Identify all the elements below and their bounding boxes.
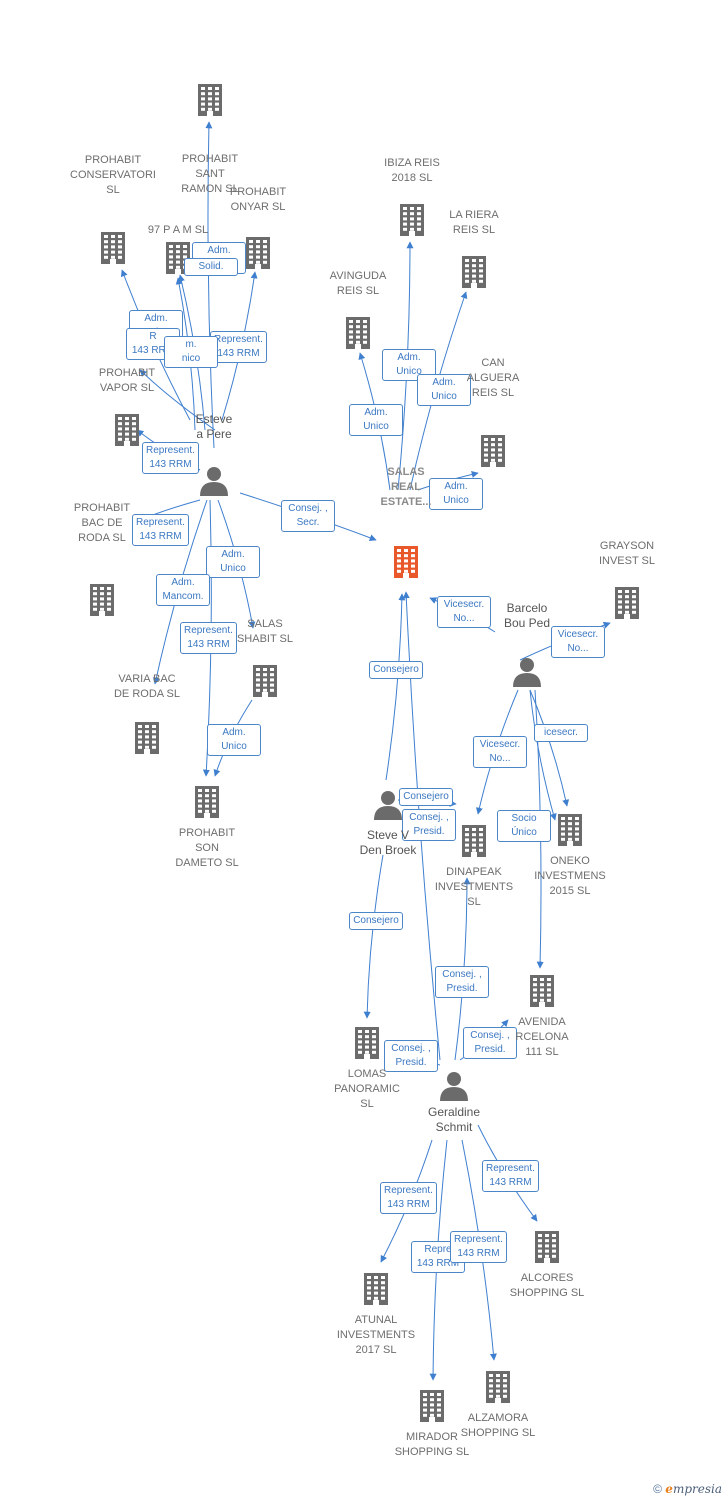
node-label-la-riera[interactable]: LA RIERA REIS SL (449, 209, 499, 236)
edge-label[interactable]: Vicesecr. No... (437, 596, 491, 628)
edge-label[interactable]: Consejero (399, 788, 453, 806)
node-label-97pam[interactable]: 97 P A M SL (147, 224, 209, 236)
company-building-icon[interactable] (135, 722, 159, 754)
edge-label[interactable]: Consej. , Presid. (402, 809, 456, 841)
company-building-icon[interactable] (246, 237, 270, 269)
company-building-icon[interactable] (462, 256, 486, 288)
footer-brand: © empresia (653, 1482, 722, 1496)
edge-barcelo-to-oneko (529, 689, 557, 821)
company-building-icon[interactable] (481, 435, 505, 467)
node-label-prohabit-sant-ramon[interactable]: PROHABIT SANT RAMON SL (181, 153, 239, 195)
node-label-avenida[interactable]: AVENIDA RCELONA 111 SL (515, 1016, 569, 1058)
main-company-icon[interactable] (394, 546, 418, 578)
edge-label[interactable]: Represent. 143 RRM (380, 1182, 437, 1214)
edge-esteve-to-prohabit-sant-ramon (205, 121, 215, 449)
node-label-barcelo[interactable]: Barcelo Bou Ped (503, 601, 551, 630)
edge-label[interactable]: Represent. 143 RRM (180, 622, 237, 654)
edge-label[interactable]: Adm. Unico (206, 546, 260, 578)
node-label-prohabit-onyar[interactable]: PROHABIT ONYAR SL (229, 186, 287, 213)
edge-label[interactable]: Consej. , Presid. (384, 1040, 438, 1072)
edge-label[interactable]: Adm. Unico (349, 404, 403, 436)
edge-label[interactable]: Consejero (349, 912, 403, 930)
company-building-icon[interactable] (101, 232, 125, 264)
company-building-icon[interactable] (615, 587, 639, 619)
node-label-atunal[interactable]: ATUNAL INVESTMENTS 2017 SL (336, 1314, 416, 1356)
edge-label[interactable]: Consej. , Secr. (281, 500, 335, 532)
edge-label[interactable]: m. nico (164, 336, 218, 368)
node-label-grayson[interactable]: GRAYSON INVEST SL (598, 540, 656, 567)
company-building-icon[interactable] (115, 414, 139, 446)
edge-label[interactable]: Represent. 143 RRM (142, 442, 199, 474)
edge-label[interactable]: Vicesecr. No... (473, 736, 527, 768)
company-building-icon[interactable] (195, 786, 219, 818)
edge-label[interactable]: Consejero (369, 661, 423, 679)
edge-label[interactable]: icesecr. (534, 724, 588, 742)
node-label-prohabit-son[interactable]: PROHABIT SON DAMETO SL (175, 827, 239, 869)
brand-logo-initial: e (665, 1482, 673, 1496)
company-building-icon[interactable] (253, 665, 277, 697)
node-label-dinapeak[interactable]: DINAPEAK INVESTMENTS SL (434, 866, 514, 908)
company-building-icon[interactable] (400, 204, 424, 236)
edge-steve-to-lomas (363, 854, 384, 1019)
person-icon[interactable] (440, 1072, 468, 1101)
node-label-salas-real[interactable]: SALAS REAL ESTATE... (380, 466, 432, 508)
node-label-mirador[interactable]: MIRADOR SHOPPING SL (394, 1431, 470, 1458)
company-building-icon[interactable] (535, 1231, 559, 1263)
edge-label[interactable]: Consej. , Presid. (435, 966, 489, 998)
company-building-icon[interactable] (486, 1371, 510, 1403)
company-building-icon[interactable] (420, 1390, 444, 1422)
edge-label[interactable]: Represent. 143 RRM (482, 1160, 539, 1192)
edge-label[interactable]: Solid. (184, 258, 238, 276)
node-label-prohabit-bac[interactable]: PROHABIT BAC DE RODA SL (73, 502, 131, 544)
node-label-geraldine[interactable]: Geraldine Schmit (427, 1105, 481, 1134)
node-label-ibiza-reis[interactable]: IBIZA REIS 2018 SL (384, 157, 440, 184)
copyright-symbol: © (653, 1482, 662, 1496)
company-building-icon[interactable] (198, 84, 222, 116)
edge-label[interactable]: Adm. Mancom. (156, 574, 210, 606)
node-label-esteve[interactable]: Esteve a Pere (195, 412, 233, 441)
node-label-oneko[interactable]: ONEKO INVESTMENS 2015 SL (534, 855, 606, 897)
company-building-icon[interactable] (346, 317, 370, 349)
edge-label[interactable]: Consej. , Presid. (463, 1027, 517, 1059)
company-building-icon[interactable] (558, 814, 582, 846)
edge-label[interactable]: Adm. Unico (207, 724, 261, 756)
company-building-icon[interactable] (90, 584, 114, 616)
person-icon[interactable] (200, 467, 228, 496)
company-building-icon[interactable] (364, 1273, 388, 1305)
company-building-icon[interactable] (530, 975, 554, 1007)
edge-label[interactable]: Socio Único (497, 810, 551, 842)
brand-logo-text: mpresia (672, 1482, 722, 1496)
person-icon[interactable] (513, 658, 541, 687)
edge-label[interactable]: Vicesecr. No... (551, 626, 605, 658)
person-icon[interactable] (374, 791, 402, 820)
node-label-prohabit-vapor[interactable]: PROHABIT VAPOR SL (98, 367, 156, 394)
edge-label[interactable]: Adm. Unico (417, 374, 471, 406)
company-building-icon[interactable] (355, 1027, 379, 1059)
edge-label[interactable]: Represent. 143 RRM (450, 1231, 507, 1263)
edge-esteve-to-prohabit-vapor (139, 369, 216, 431)
node-label-varia-bac[interactable]: VARIA BAC DE RODA SL (113, 673, 181, 700)
node-label-salas-shabit[interactable]: SALAS SHABIT SL (236, 618, 294, 645)
node-label-prohabit-conservatori[interactable]: PROHABIT CONSERVATORI SL (70, 154, 156, 196)
edge-steve-to-salas-real (385, 593, 406, 781)
edge-label[interactable]: Represent. 143 RRM (210, 331, 267, 363)
edge-label[interactable]: Represent. 143 RRM (132, 514, 189, 546)
node-label-steve[interactable]: Steve V Den Broek (359, 828, 417, 857)
edge-label[interactable]: Adm. Unico (429, 478, 483, 510)
node-label-lomas[interactable]: LOMAS PANORAMIC SL (334, 1068, 400, 1110)
company-building-icon[interactable] (462, 825, 486, 857)
node-label-alzamora[interactable]: ALZAMORA SHOPPING SL (460, 1412, 536, 1439)
node-label-alcores[interactable]: ALCORES SHOPPING SL (509, 1272, 585, 1299)
node-label-avinguda-reis[interactable]: AVINGUDA REIS SL (329, 270, 387, 297)
node-label-can-alguera[interactable]: CAN ALGUERA REIS SL (466, 357, 520, 399)
